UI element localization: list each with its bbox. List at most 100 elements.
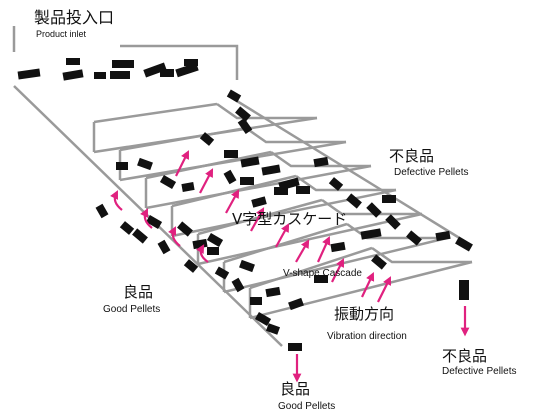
- rung-tail-4: [321, 198, 422, 216]
- pellet-58: [288, 343, 302, 351]
- arrow-2: [225, 189, 240, 214]
- pellet-25: [240, 177, 254, 185]
- rung-upper-2: [145, 150, 272, 180]
- rung-upper-5: [223, 222, 348, 264]
- pellet-33: [406, 230, 422, 246]
- pellet-47: [231, 277, 245, 293]
- pellet-56: [371, 254, 387, 270]
- arrow-6: [316, 235, 331, 263]
- rung-lower-3: [171, 188, 397, 238]
- defective-bottom-label-en: Defective Pellets: [442, 366, 517, 377]
- pellets: [17, 58, 473, 351]
- pellet-3: [94, 72, 106, 79]
- pellet-10: [226, 89, 242, 103]
- pellet-41: [157, 239, 171, 255]
- pellet-57: [265, 323, 281, 335]
- vibration-label-jp: 振動方向: [334, 305, 395, 323]
- rung-tail-1: [245, 126, 346, 144]
- curved-arrow-3: [195, 244, 209, 263]
- pellet-40: [145, 215, 163, 229]
- rung-upper-1: [119, 126, 247, 152]
- pellet-51: [265, 286, 281, 298]
- pellet-35: [455, 236, 473, 252]
- arrow-7: [331, 258, 344, 283]
- product-inlet-label-jp: 製品投入口: [34, 8, 115, 27]
- flow-arrows: [110, 150, 470, 383]
- arrow-3: [250, 207, 265, 232]
- curved-arrow-0: [110, 190, 123, 211]
- rung-lower-4: [197, 212, 423, 266]
- defective-bottom-label-jp: 不良品: [442, 347, 488, 365]
- rung-upper-0: [93, 102, 218, 124]
- good-bottom-label-jp: 良品: [280, 380, 311, 398]
- pellet-34: [435, 230, 451, 242]
- arrow-5: [295, 239, 310, 263]
- pellet-28: [328, 177, 344, 191]
- good-left-label-jp: 良品: [123, 283, 154, 301]
- pellet-55: [360, 228, 382, 240]
- defective-top-label-en: Defective Pellets: [394, 167, 469, 178]
- good-left-label-en: Good Pellets: [103, 304, 161, 315]
- pellet-18: [296, 186, 310, 194]
- pellet-31: [382, 195, 396, 203]
- pellet-19: [313, 156, 329, 168]
- pellet-4: [110, 71, 130, 79]
- pellet-13: [199, 132, 215, 146]
- pellet-45: [207, 247, 219, 255]
- pellet-22: [159, 175, 177, 189]
- arrow-4: [275, 223, 290, 248]
- rung-lower-5: [223, 236, 448, 294]
- pellet-9: [184, 59, 198, 66]
- pellet-0: [17, 68, 41, 80]
- pellet-30: [366, 202, 382, 218]
- pellet-1: [62, 69, 84, 81]
- vibration-label-en: Vibration direction: [327, 331, 407, 342]
- rung-tail-0: [216, 102, 317, 120]
- pellet-11: [235, 106, 251, 122]
- pellet-32: [385, 214, 401, 230]
- pellet-27: [274, 187, 288, 195]
- pellet-43: [192, 238, 208, 250]
- pellet-24: [223, 169, 237, 185]
- pellet-29: [346, 193, 362, 209]
- rung-lower-2: [145, 164, 372, 210]
- pellet-50: [254, 312, 272, 326]
- rung-tail-3: [295, 174, 396, 192]
- pellet-38: [119, 221, 135, 235]
- pellet-46: [214, 266, 230, 280]
- arrow-1: [199, 168, 214, 194]
- pellet-54: [330, 241, 346, 253]
- cascade-label-jp: V字型カスケード: [232, 210, 348, 228]
- pellet-42: [177, 221, 193, 237]
- good-bottom-label-en: Good Pellets: [278, 401, 336, 412]
- rung-lower-6: [249, 260, 473, 320]
- rung-upper-4: [197, 198, 323, 236]
- pellet-53: [314, 275, 328, 283]
- pellet-16: [261, 164, 281, 176]
- arrow-8: [361, 272, 375, 298]
- curved-arrow-1: [140, 208, 153, 229]
- pellet-39: [132, 228, 148, 244]
- arrow-0: [175, 150, 189, 177]
- pellet-52: [288, 297, 304, 311]
- pellet-26: [251, 196, 267, 208]
- pellet-59: [206, 233, 224, 247]
- inlet-top-rail: [120, 44, 239, 80]
- rung-tail-2: [270, 150, 371, 168]
- pellet-5: [112, 60, 134, 68]
- pellet-36: [459, 280, 469, 300]
- product-inlet-label-en: Product inlet: [36, 29, 87, 39]
- defective-top-label-jp: 不良品: [389, 147, 435, 165]
- pellet-2: [66, 58, 80, 65]
- pellet-7: [160, 69, 174, 77]
- pellet-15: [240, 156, 260, 168]
- rung-upper-6: [249, 246, 373, 290]
- cascade-label-en: V-shape Cascade: [283, 268, 362, 279]
- pellet-48: [239, 259, 255, 273]
- arrow-9: [377, 276, 391, 303]
- pellet-37: [95, 203, 109, 219]
- pellet-49: [250, 297, 262, 305]
- curved-arrow-2: [168, 226, 181, 247]
- pellet-12: [237, 117, 253, 135]
